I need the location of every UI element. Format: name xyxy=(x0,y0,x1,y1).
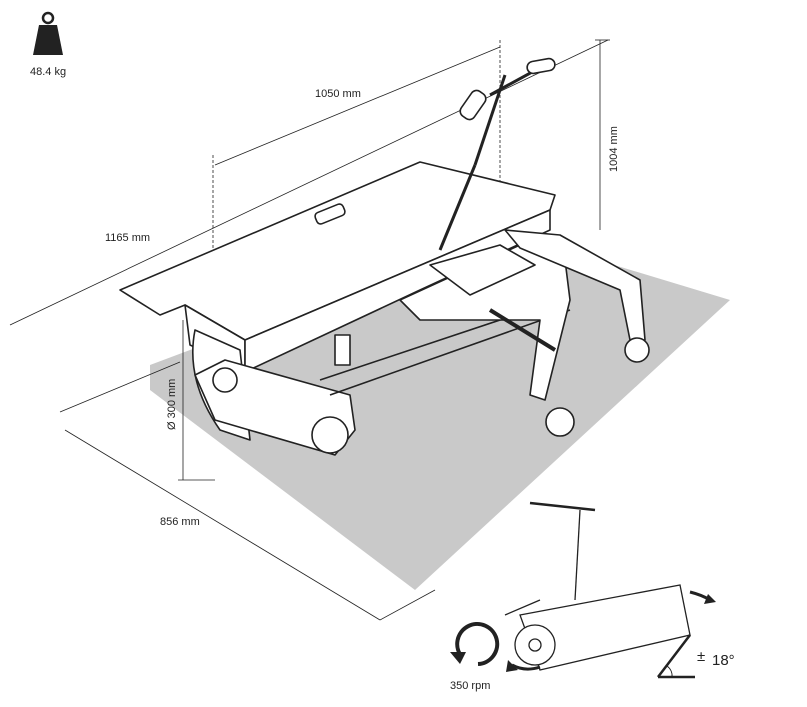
angle-icon xyxy=(657,634,695,679)
weight-value: 48.4 kg xyxy=(30,66,67,78)
weight-icon xyxy=(33,11,63,55)
dimension-lines xyxy=(9,39,610,621)
rotation-arrowhead xyxy=(450,652,466,664)
inset-machine xyxy=(504,501,691,671)
dimension-height-label: 1004 mm xyxy=(608,126,620,172)
dimension-length-label: 1165 mm xyxy=(105,232,151,244)
dimension-width-label: 1050 mm xyxy=(315,88,361,100)
rpm-label: 350 rpm xyxy=(450,680,491,692)
tilt-sign: ± xyxy=(697,648,706,665)
tilt-angle-label: 18° xyxy=(712,652,735,669)
dimension-depth-label: 856 mm xyxy=(160,516,200,528)
brush-diameter-label: Ø 300 mm xyxy=(166,378,178,430)
sweeper-machine xyxy=(119,57,650,456)
